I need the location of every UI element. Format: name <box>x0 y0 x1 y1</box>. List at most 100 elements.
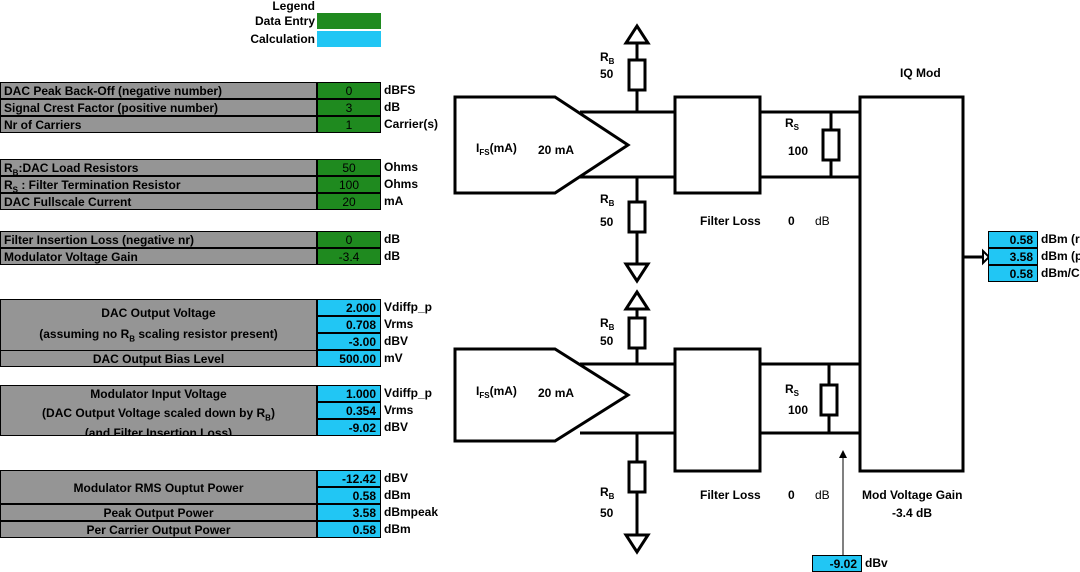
legend-calculation-swatch <box>317 31 381 47</box>
peak-power-unit: dBmpeak <box>381 504 451 520</box>
filter-loss-top-label: Filter Loss <box>700 214 761 228</box>
mod-input-vpp: 1.000 <box>317 385 381 402</box>
rs-bottom-label: RS <box>785 382 800 398</box>
input-label-fullscale: DAC Fullscale Current <box>0 193 317 210</box>
unit-fullscale: mA <box>381 193 451 209</box>
input-crest-factor[interactable]: 3 <box>317 99 381 116</box>
dac-output-subtitle-pre: (assuming no R <box>39 327 130 341</box>
filter-loss-bottom-unit: dB <box>815 488 830 502</box>
mod-power-dbm-unit: dBm <box>381 487 451 503</box>
iq-mod-output-arrowhead <box>982 248 991 266</box>
rb-bottom-up-value: 50 <box>600 334 614 348</box>
dac-output-vrms: 0.708 <box>317 316 381 333</box>
rb-bottom-down-label: RB <box>600 485 615 501</box>
dac-output-title: DAC Output Voltage <box>101 306 216 320</box>
mod-input-vrms: 0.354 <box>317 402 381 419</box>
mod-input-dbv-unit: dBV <box>381 419 451 435</box>
input-filter-loss[interactable]: 0 <box>317 231 381 248</box>
rb-top-down-resistor <box>627 200 647 234</box>
filter-loss-bottom-label: Filter Loss <box>700 488 761 502</box>
input-label-crest-factor: Signal Crest Factor (positive number) <box>0 99 317 116</box>
ifs-top-label: IFS(mA) <box>476 141 517 157</box>
unit-rs: Ohms <box>381 176 451 192</box>
input-label-nr-carriers: Nr of Carriers <box>0 116 317 133</box>
mod-gain-label: Mod Voltage Gain <box>862 488 962 502</box>
mod-power-dbv: -12.42 <box>317 470 381 487</box>
dac-output-dbv: -3.00 <box>317 333 381 350</box>
rb-bottom-down-arrow <box>623 533 651 555</box>
out-dbm-peak-unit: dBm (p <box>1041 249 1080 263</box>
rs-sub: S <box>12 185 19 195</box>
iq-mod-block <box>858 95 965 473</box>
rs-text: : Filter Termination Resistor <box>18 178 181 192</box>
rs-letter: R <box>4 178 13 192</box>
mod-gain-value: -3.4 dB <box>892 506 932 520</box>
iq-mod-label: IQ Mod <box>900 66 941 80</box>
unit-nr-carriers: Carrier(s) <box>381 116 451 132</box>
carrier-power-unit: dBm <box>381 521 451 537</box>
rb-top-down-label: RB <box>600 192 615 208</box>
bottom-mod-input-value: -9.02 <box>812 555 862 572</box>
mod-power-label: Modulator RMS Ouptut Power <box>0 470 317 504</box>
ifs-bottom-value: 20 mA <box>538 386 574 400</box>
peak-power-value: 3.58 <box>317 504 381 521</box>
input-fullscale[interactable]: 20 <box>317 193 381 210</box>
input-label-dac-backoff: DAC Peak Back-Off (negative number) <box>0 82 317 99</box>
dac-output-subtitle-post: scaling resistor present) <box>135 327 278 341</box>
mod-input-dbv: -9.02 <box>317 419 381 436</box>
input-label-mod-gain: Modulator Voltage Gain <box>0 248 317 265</box>
rb-bottom-down-value: 50 <box>600 506 614 520</box>
input-label-filter-loss: Filter Insertion Loss (negative nr) <box>0 231 317 248</box>
rs-bottom-value: 100 <box>788 403 808 417</box>
legend-title: Legend <box>272 0 315 13</box>
rb-top-up-resistor <box>627 58 647 92</box>
ifs-top-value: 20 mA <box>538 143 574 157</box>
input-rb[interactable]: 50 <box>317 159 381 176</box>
bottom-mod-input-unit: dBv <box>865 556 888 570</box>
dac-bias-label: DAC Output Bias Level <box>0 350 317 367</box>
rb-sub: B <box>12 168 19 178</box>
dac-output-subtitle-sub: B <box>129 334 136 344</box>
input-dac-backoff[interactable]: 0 <box>317 82 381 99</box>
carrier-power-label: Per Carrier Output Power <box>0 521 317 538</box>
dac-bottom-symbol <box>453 347 631 443</box>
mod-power-dbv-unit: dBV <box>381 470 451 486</box>
rs-top-label: RS <box>785 116 800 132</box>
input-label-rs: RS : Filter Termination Resistor <box>0 176 317 195</box>
rs-bottom-resistor <box>819 383 839 417</box>
input-nr-carriers[interactable]: 1 <box>317 116 381 133</box>
ifs-bottom-label: IFS(mA) <box>476 384 517 400</box>
dac-top-symbol <box>453 95 631 195</box>
dac-output-dbv-unit: dBV <box>381 333 451 349</box>
input-rs[interactable]: 100 <box>317 176 381 193</box>
unit-filter-loss: dB <box>381 231 451 247</box>
rb-bottom-up-resistor <box>627 316 647 350</box>
input-mod-gain[interactable]: -3.4 <box>317 248 381 265</box>
rb-top-up-arrow <box>623 23 651 45</box>
unit-crest-factor: dB <box>381 99 451 115</box>
unit-dac-backoff: dBFS <box>381 82 451 98</box>
legend-data-entry-swatch <box>317 13 381 29</box>
mod-input-pointer-head <box>839 450 847 458</box>
unit-mod-gain: dB <box>381 248 451 264</box>
peak-power-label: Peak Output Power <box>0 504 317 521</box>
out-dbm-carrier: 0.58 <box>988 265 1038 282</box>
rb-top-up-label: RB <box>600 50 615 66</box>
filter-bottom-block <box>673 347 762 473</box>
dac-output-subtitle: (assuming no RB scaling resistor present… <box>1 327 316 343</box>
mod-input-subtitle-post: ) <box>270 406 275 420</box>
filter-loss-top-value: 0 <box>788 214 795 228</box>
rs-top-resistor <box>821 128 841 162</box>
mod-input-subtitle2: (and Filter Insertion Loss) <box>84 426 233 436</box>
mod-input-title: Modulator Input Voltage <box>90 387 227 401</box>
mod-input-group: Modulator Input Voltage (DAC Output Volt… <box>0 385 317 436</box>
legend-data-entry-label: Data Entry <box>254 14 315 28</box>
rb-top-down-value: 50 <box>600 215 614 229</box>
unit-rb: Ohms <box>381 159 451 175</box>
dac-output-vpp-unit: Vdiffp_p <box>381 299 451 315</box>
rb-top-down-arrow <box>623 262 651 284</box>
legend-calculation-label: Calculation <box>250 32 315 46</box>
rs-top-value: 100 <box>788 144 808 158</box>
